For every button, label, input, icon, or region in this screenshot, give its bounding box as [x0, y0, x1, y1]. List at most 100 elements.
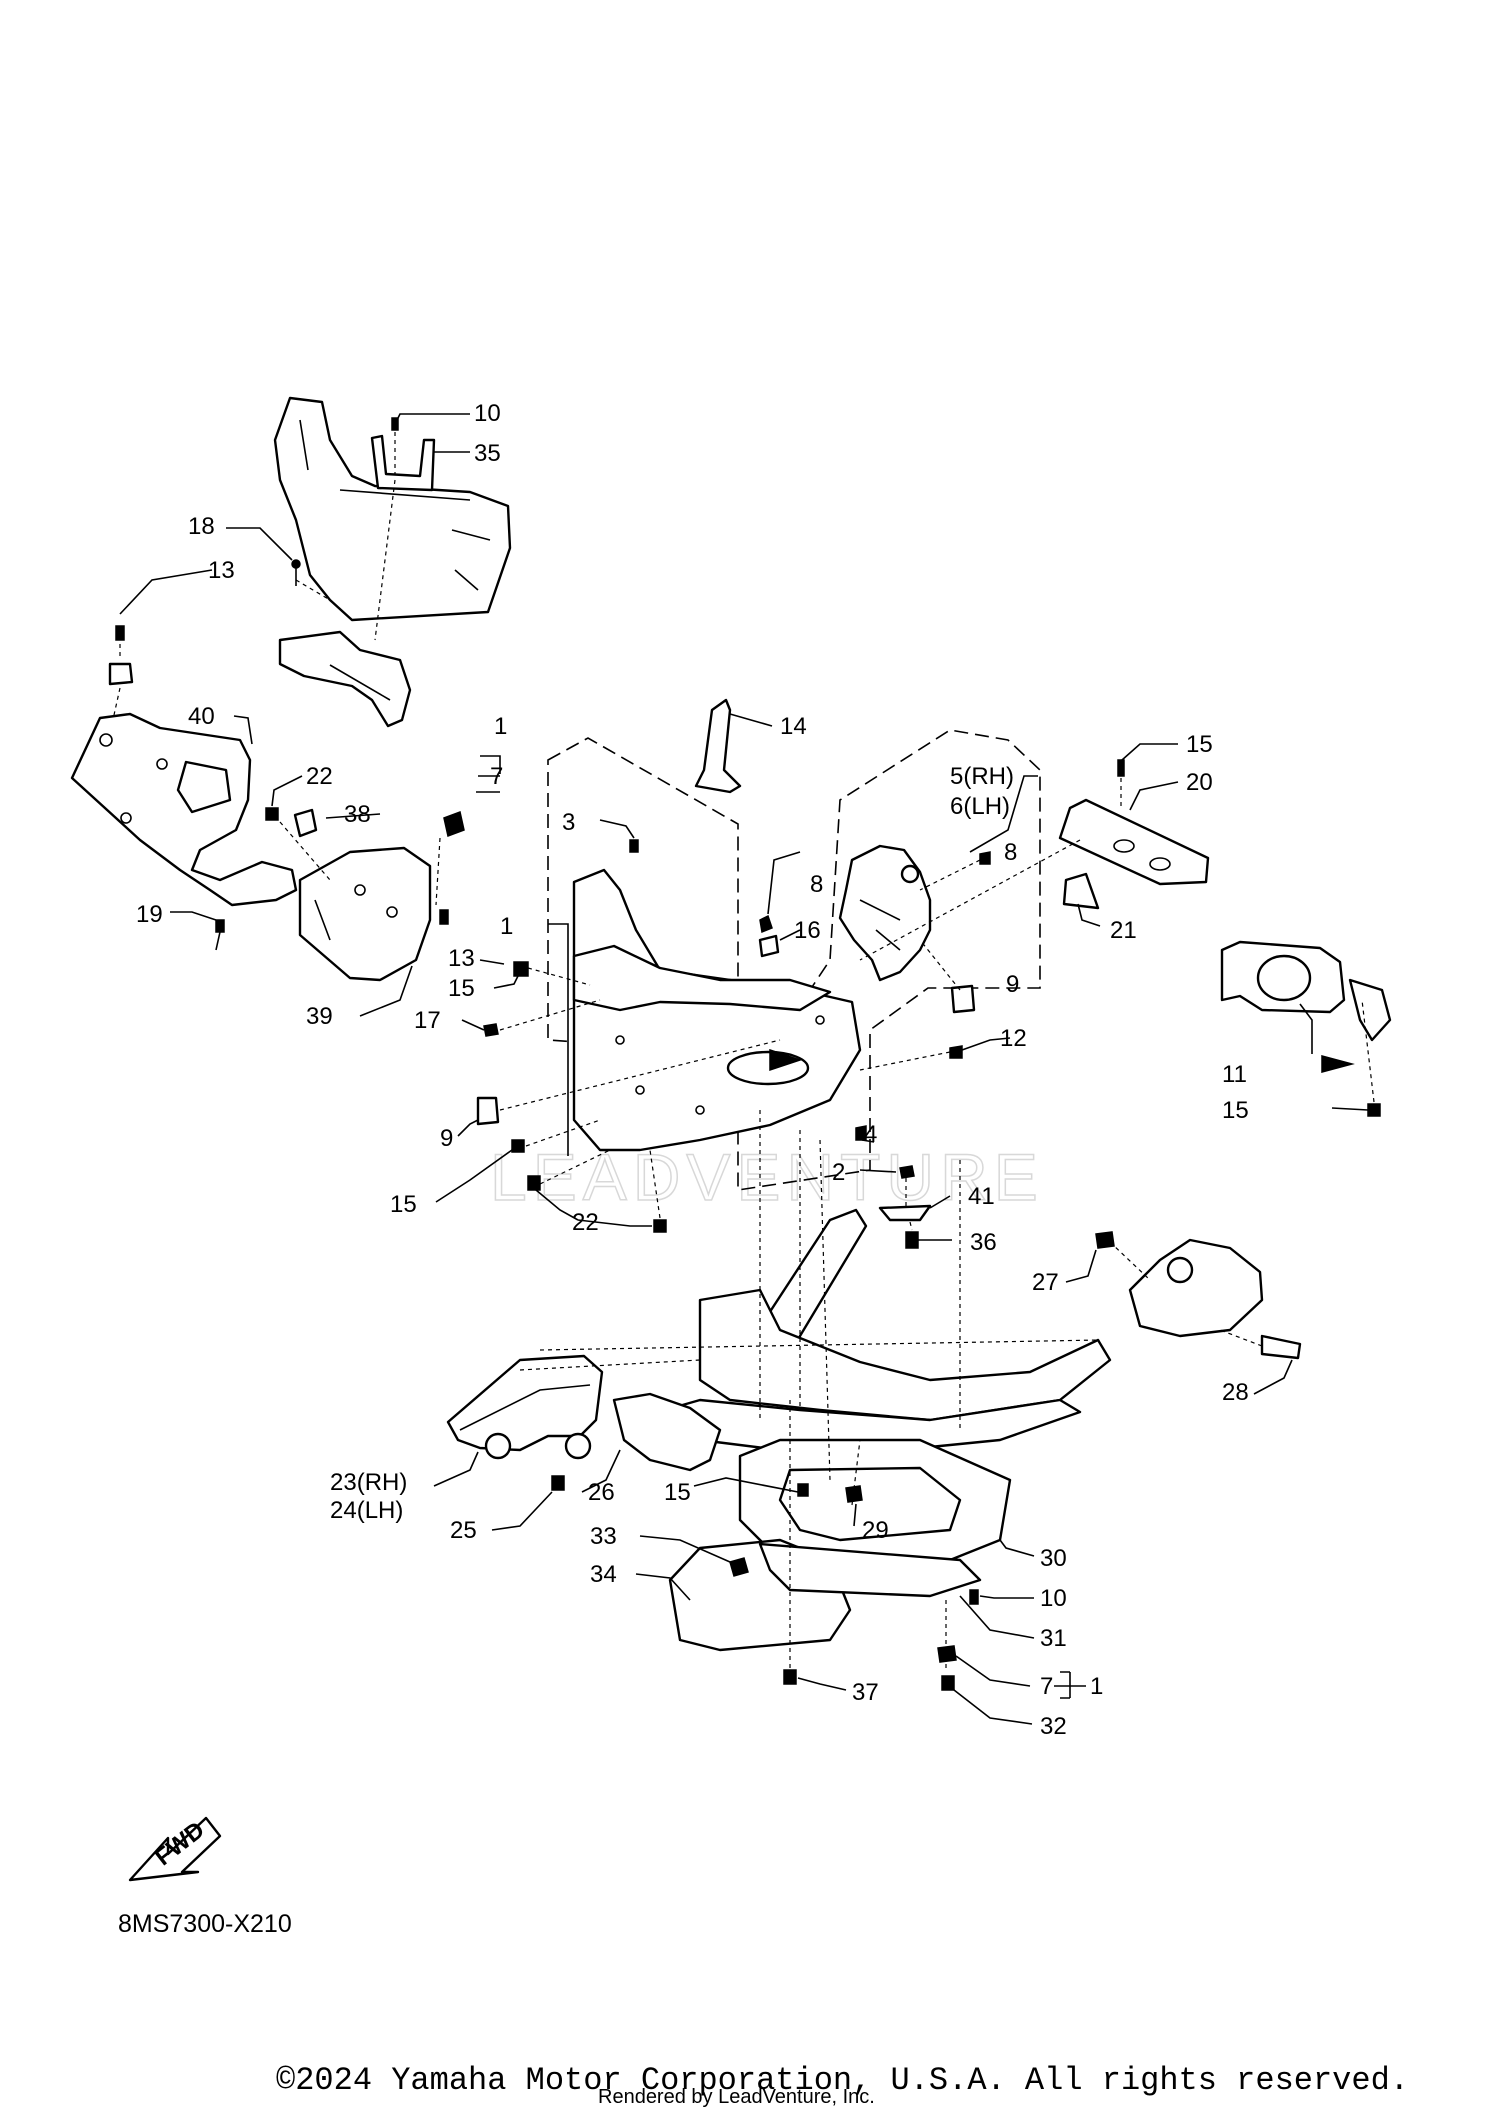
callout-7-skid: 7	[1040, 1673, 1053, 1700]
callout-37: 37	[852, 1679, 879, 1706]
plate-11-tab	[1348, 978, 1392, 1042]
callout-23-rh: 23(RH)	[330, 1469, 407, 1496]
fwd-arrow-icon: FWD	[128, 1816, 222, 1882]
bracket-21	[1062, 872, 1100, 910]
panel-1-opening	[726, 1050, 810, 1086]
callout-1-skid: 1	[1090, 1673, 1103, 1700]
callout-33: 33	[590, 1523, 617, 1550]
callout-4: 4	[864, 1121, 877, 1148]
callout-13-top: 13	[208, 557, 235, 584]
bracket-23-socket-a	[484, 1432, 512, 1460]
skid-plate-31	[758, 1542, 982, 1598]
callout-24-lh: 24(LH)	[330, 1497, 403, 1524]
callout-14: 14	[780, 713, 807, 740]
callout-9-right: 9	[1006, 971, 1019, 998]
bolt-22-bottom	[653, 1219, 667, 1233]
plate-20	[1058, 798, 1210, 886]
callout-15-right-bottom: 15	[1222, 1097, 1249, 1124]
bolt-13-top	[115, 625, 125, 641]
front-panel-1-top	[572, 944, 832, 1012]
bolt-10-skid	[969, 1589, 979, 1605]
callout-28: 28	[1222, 1379, 1249, 1406]
callout-labels: 10 35 18 13 40 14 15 20 1 7 5(RH) 6(LH) …	[136, 400, 1249, 1740]
callout-9-left: 9	[440, 1125, 453, 1152]
callout-5-rh: 5(RH)	[950, 763, 1014, 790]
callout-34: 34	[590, 1561, 617, 1588]
callout-22-left: 22	[306, 763, 333, 790]
panel-arrow	[769, 1048, 803, 1072]
nut-12	[949, 1045, 963, 1059]
grommet-13	[108, 662, 134, 686]
callout-12: 12	[1000, 1025, 1027, 1052]
callout-39: 39	[306, 1003, 333, 1030]
nut-7-skid	[937, 1645, 957, 1663]
bracket-35	[370, 434, 436, 492]
clip-16	[758, 934, 780, 958]
leader-lines	[119, 413, 1369, 1725]
callout-21: 21	[1110, 917, 1137, 944]
callout-30: 30	[1040, 1545, 1067, 1572]
bolt-27	[1095, 1231, 1115, 1249]
nut-8-right	[979, 851, 991, 865]
bolt-32	[941, 1675, 955, 1691]
callout-15-right-top: 15	[1186, 731, 1213, 758]
callout-17: 17	[414, 1007, 441, 1034]
nut-7-top	[443, 810, 465, 838]
bracket-23-socket-b	[564, 1432, 592, 1460]
front-mount-hole	[1166, 1256, 1194, 1284]
callout-1-top: 1	[494, 713, 507, 740]
callout-40: 40	[188, 703, 215, 730]
nut-8-center	[759, 914, 773, 934]
callout-6-lh: 6(LH)	[950, 793, 1010, 820]
callout-38: 38	[344, 801, 371, 828]
frame-side-rail	[698, 1288, 1112, 1422]
callout-16: 16	[794, 917, 821, 944]
bolt-15-skid	[797, 1483, 809, 1497]
screw-18-head	[291, 559, 301, 569]
copyright-notice: ©2024 Yamaha Motor Corporation, U.S.A. A…	[276, 2062, 1409, 2099]
frame-cross-member	[628, 1398, 1082, 1452]
bolt-17	[483, 1023, 499, 1037]
callout-35: 35	[474, 440, 501, 467]
damper-9-right	[950, 984, 976, 1014]
center-panel-group	[476, 698, 1041, 1233]
bolt-13-right	[439, 909, 449, 925]
callout-3: 3	[562, 809, 575, 836]
bolt-15-mid	[513, 961, 529, 977]
callout-8-right: 8	[1004, 839, 1017, 866]
bolt-22-left	[265, 807, 279, 821]
callout-36: 36	[970, 1229, 997, 1256]
callout-10-skid: 10	[1040, 1585, 1067, 1612]
bolt-15-right-top	[1117, 759, 1125, 777]
bracket-5-6-hole	[900, 864, 920, 884]
callout-22-bottom: 22	[572, 1209, 599, 1236]
callout-2: 2	[832, 1159, 845, 1186]
bolt-3	[629, 839, 639, 853]
bolt-15-lower	[511, 1139, 525, 1153]
callout-15-skid: 15	[664, 1479, 691, 1506]
callout-25: 25	[450, 1517, 477, 1544]
bolt-19	[215, 919, 225, 933]
callout-41: 41	[968, 1183, 995, 1210]
callout-29: 29	[862, 1517, 889, 1544]
bolt-37	[783, 1669, 797, 1685]
main-frame-group	[446, 1110, 1302, 1691]
frame-front-mount	[1128, 1238, 1264, 1338]
bolt-22-center	[527, 1175, 541, 1191]
center-right-bracket-group	[838, 844, 991, 1014]
callout-31: 31	[1040, 1625, 1067, 1652]
bolt-36	[905, 1231, 919, 1249]
callout-32: 32	[1040, 1713, 1067, 1740]
callout-18: 18	[188, 513, 215, 540]
left-panel-group	[70, 625, 465, 982]
clip-2	[899, 1165, 915, 1179]
left-guard-39	[298, 846, 432, 982]
callout-19: 19	[136, 901, 163, 928]
right-plates-group	[859, 759, 1392, 1117]
upper-cover-group	[273, 396, 512, 728]
callout-13-mid: 13	[448, 945, 475, 972]
washer-41	[878, 1204, 932, 1222]
bracket-26	[612, 1392, 722, 1472]
callout-15-lower: 15	[390, 1191, 417, 1218]
